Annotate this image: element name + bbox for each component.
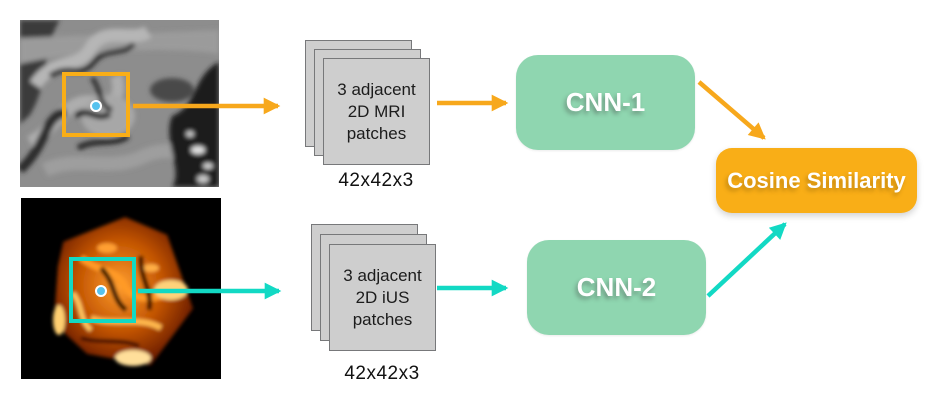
cnn2-to-cosine-arrow [706,222,787,298]
cnn2-node: CNN-2 [527,240,706,335]
cosine-similarity-label: Cosine Similarity [727,167,906,193]
cnn2-label: CNN-2 [576,272,657,302]
patch-sheet [329,244,436,351]
cnn1-label: CNN-1 [565,87,646,117]
ius-image [21,198,221,379]
patch-label-line: patches [352,309,413,329]
mri-patch-size-label: 42x42x3 [338,170,414,191]
ius-image-art [21,198,221,379]
cnn1-node: CNN-1 [516,55,695,150]
patch-sheet [323,58,430,165]
mri-roi-box [62,72,130,137]
ius-patch-size-label: 42x42x3 [344,363,420,384]
patch-label-line: 2D iUS [355,287,410,307]
mri-image [20,20,219,187]
patch-label-line: 3 adjacent [337,79,416,99]
cosine-similarity-node: Cosine Similarity [716,148,917,213]
mri-image-art [20,20,219,187]
mri-keypoint-dot [90,100,102,112]
ius-keypoint-dot [95,285,107,297]
cnn1-to-cosine-arrow [697,80,766,140]
mri-patch-label: 3 adjacent 2D MRI patches [323,58,430,165]
patch-label-line: patches [346,123,407,143]
ius-patch-label: 3 adjacent 2D iUS patches [329,244,436,351]
patch-label-line: 3 adjacent [343,265,422,285]
ius-roi-box [69,257,136,323]
patch-label-line: 2D MRI [347,101,406,121]
